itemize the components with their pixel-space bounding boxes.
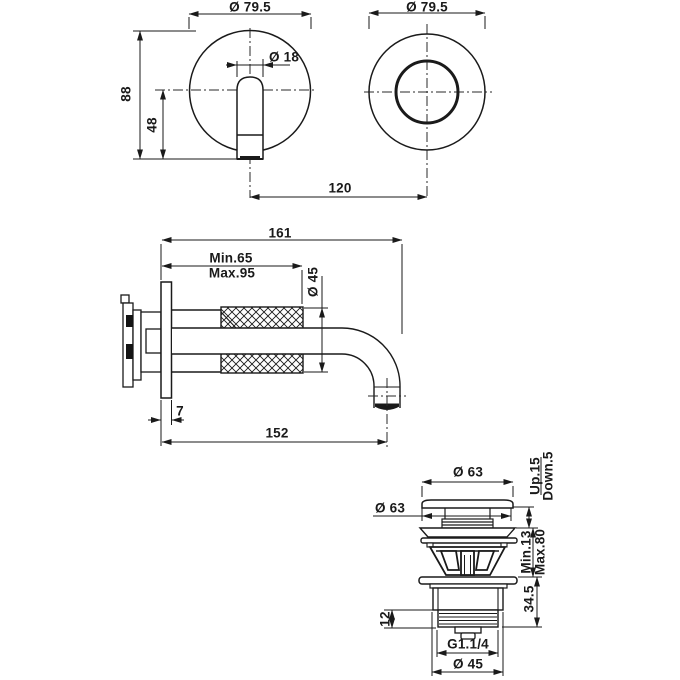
drain-cap-up — [421, 499, 514, 509]
dim-drain-down-travel: Down.5 — [540, 451, 556, 501]
side-valve-body — [120, 294, 162, 388]
dim-side-max-depth: Max.95 — [208, 265, 256, 281]
dim-drain-thread-length: 12 — [377, 611, 393, 627]
dim-side-spout-reach: 152 — [265, 425, 289, 441]
side-spout — [172, 327, 401, 410]
dim-drain-cap-dia-top: Ø 63 — [452, 464, 484, 480]
drain-body — [418, 576, 518, 640]
dim-drain-body-height: 34.5 — [521, 585, 537, 613]
dim-side-plate-thickness: 7 — [176, 403, 184, 419]
round-trim-inner — [394, 59, 460, 125]
dim-front-total-height: 88 — [118, 86, 134, 102]
drain-stem — [441, 508, 494, 529]
dim-drain-tail-dia: Ø 45 — [452, 656, 484, 672]
dim-front-spout-dia: Ø 18 — [268, 49, 300, 65]
side-dimensions — [148, 237, 403, 446]
dim-drain-max-thickness: Max.80 — [532, 528, 548, 576]
side-wall-plate — [160, 281, 173, 399]
dim-drain-min-thickness: Min.13 — [518, 530, 534, 574]
dim-front-lower-height: 48 — [144, 117, 160, 133]
drain-view — [373, 457, 542, 676]
side-centerlines — [368, 378, 406, 448]
dim-front-trim-dia: Ø 79.5 — [229, 0, 271, 15]
dim-side-total-depth: 161 — [268, 225, 292, 241]
brand-mark — [126, 344, 133, 359]
drain-mechanism — [428, 546, 507, 576]
dim-side-sleeve-dia: Ø 45 — [305, 266, 321, 298]
brand-mark — [126, 315, 133, 327]
drain-cap-down — [418, 527, 517, 538]
round-trim-view — [364, 9, 492, 198]
round-dimensions — [368, 9, 486, 29]
front-view — [133, 11, 428, 200]
aerator — [375, 403, 399, 410]
side-view — [120, 237, 406, 448]
round-trim-outer — [368, 33, 486, 151]
dim-round-trim-dia: Ø 79.5 — [406, 0, 448, 15]
drain-dimensions — [373, 457, 542, 676]
dim-drain-cap-dia-side: Ø 63 — [374, 500, 406, 516]
round-centerlines — [364, 24, 492, 198]
drain-upper-plate — [420, 537, 518, 548]
dim-center-distance: 120 — [328, 180, 352, 196]
drain-tail-nut — [454, 626, 482, 634]
front-dimensions — [133, 11, 428, 200]
drain-flange — [418, 576, 518, 585]
front-handle — [236, 76, 264, 160]
dim-drain-thread-size: G1.1/4 — [447, 636, 489, 652]
dim-side-min-depth: Min.65 — [209, 250, 253, 266]
